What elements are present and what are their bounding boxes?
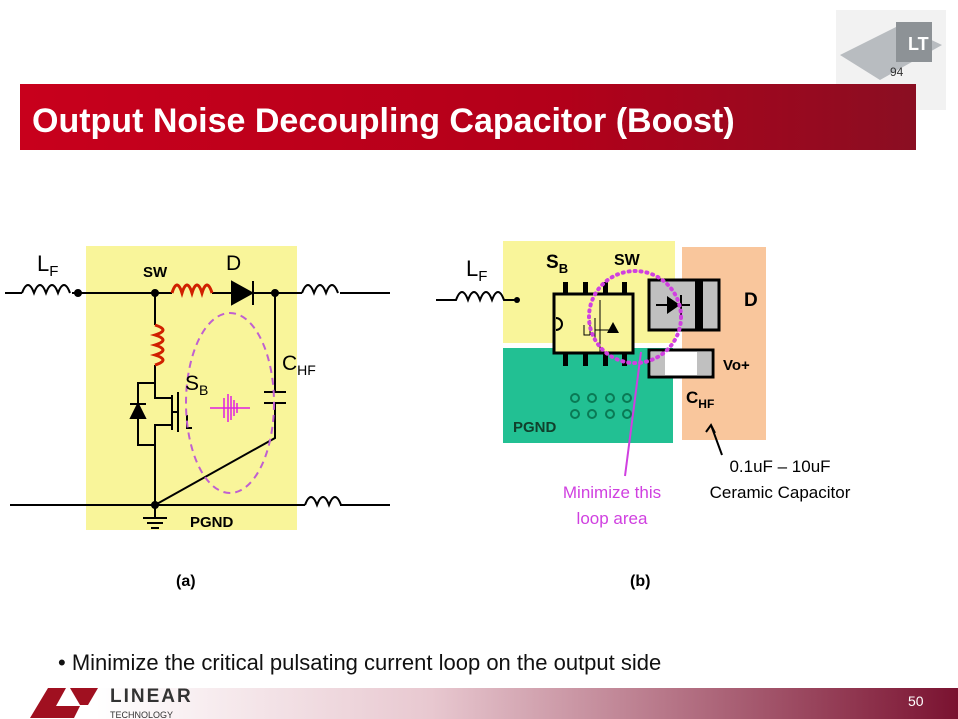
- label-chf: CHF: [282, 352, 316, 378]
- ic-sb: [552, 282, 635, 366]
- ground-icon: [143, 505, 167, 529]
- label-chf-b: CHF: [686, 388, 714, 411]
- vout-plane: [682, 247, 766, 440]
- logo-name: LINEAR: [110, 686, 193, 707]
- loop-ellipse: [185, 312, 275, 494]
- arrow-icon: [705, 423, 723, 456]
- inductor-out: [301, 284, 339, 296]
- label-d: D: [226, 252, 241, 275]
- label-pgnd: PGND: [190, 514, 234, 531]
- label-sw-b: SW: [614, 252, 641, 269]
- bullet-text: • Minimize the critical pulsating curren…: [58, 650, 661, 675]
- label-sb: SB: [185, 372, 208, 398]
- diode-package: [647, 278, 721, 332]
- label-pgnd-b: PGND: [513, 419, 557, 436]
- title-bar: [20, 84, 916, 150]
- inductor-sw: [170, 283, 214, 299]
- vias: [570, 393, 632, 419]
- mosfet-sb: [129, 382, 192, 446]
- svg-text:LT: LT: [908, 34, 929, 54]
- pulse-icon: [210, 394, 250, 422]
- loop-circle: [587, 269, 683, 365]
- capacitor-chf: [154, 293, 286, 506]
- label-vo: Vo+: [723, 357, 750, 374]
- label-lf: LF: [37, 251, 58, 280]
- slide-title: Output Noise Decoupling Capacitor (Boost…: [32, 102, 735, 140]
- cap-note-2: Ceramic Capacitor: [710, 483, 851, 502]
- cap-note-1: 0.1uF – 10uF: [729, 457, 830, 476]
- layout-b: [436, 241, 766, 477]
- inductor-loop: [149, 323, 165, 367]
- logo-sub: TECHNOLOGY: [110, 710, 173, 719]
- label-d-b: D: [744, 290, 758, 311]
- label-sw: SW: [143, 264, 168, 281]
- caption-a: (a): [176, 573, 196, 590]
- capacitor-package: [647, 348, 715, 379]
- page-number: 50: [908, 693, 924, 709]
- label-sb-b: SB: [546, 252, 568, 276]
- footer-bar: [0, 688, 958, 719]
- corner-page-number: 94: [890, 65, 904, 79]
- caption-b: (b): [630, 573, 650, 590]
- loop-note-2: loop area: [577, 509, 648, 528]
- diode-d: [231, 280, 255, 306]
- linear-logo: LINEAR TECHNOLOGY: [30, 686, 193, 719]
- inductor-lf: [21, 284, 71, 296]
- schematic-a: [5, 246, 390, 530]
- label-lf-b: LF: [466, 256, 487, 285]
- loop-note-1: Minimize this: [563, 483, 661, 502]
